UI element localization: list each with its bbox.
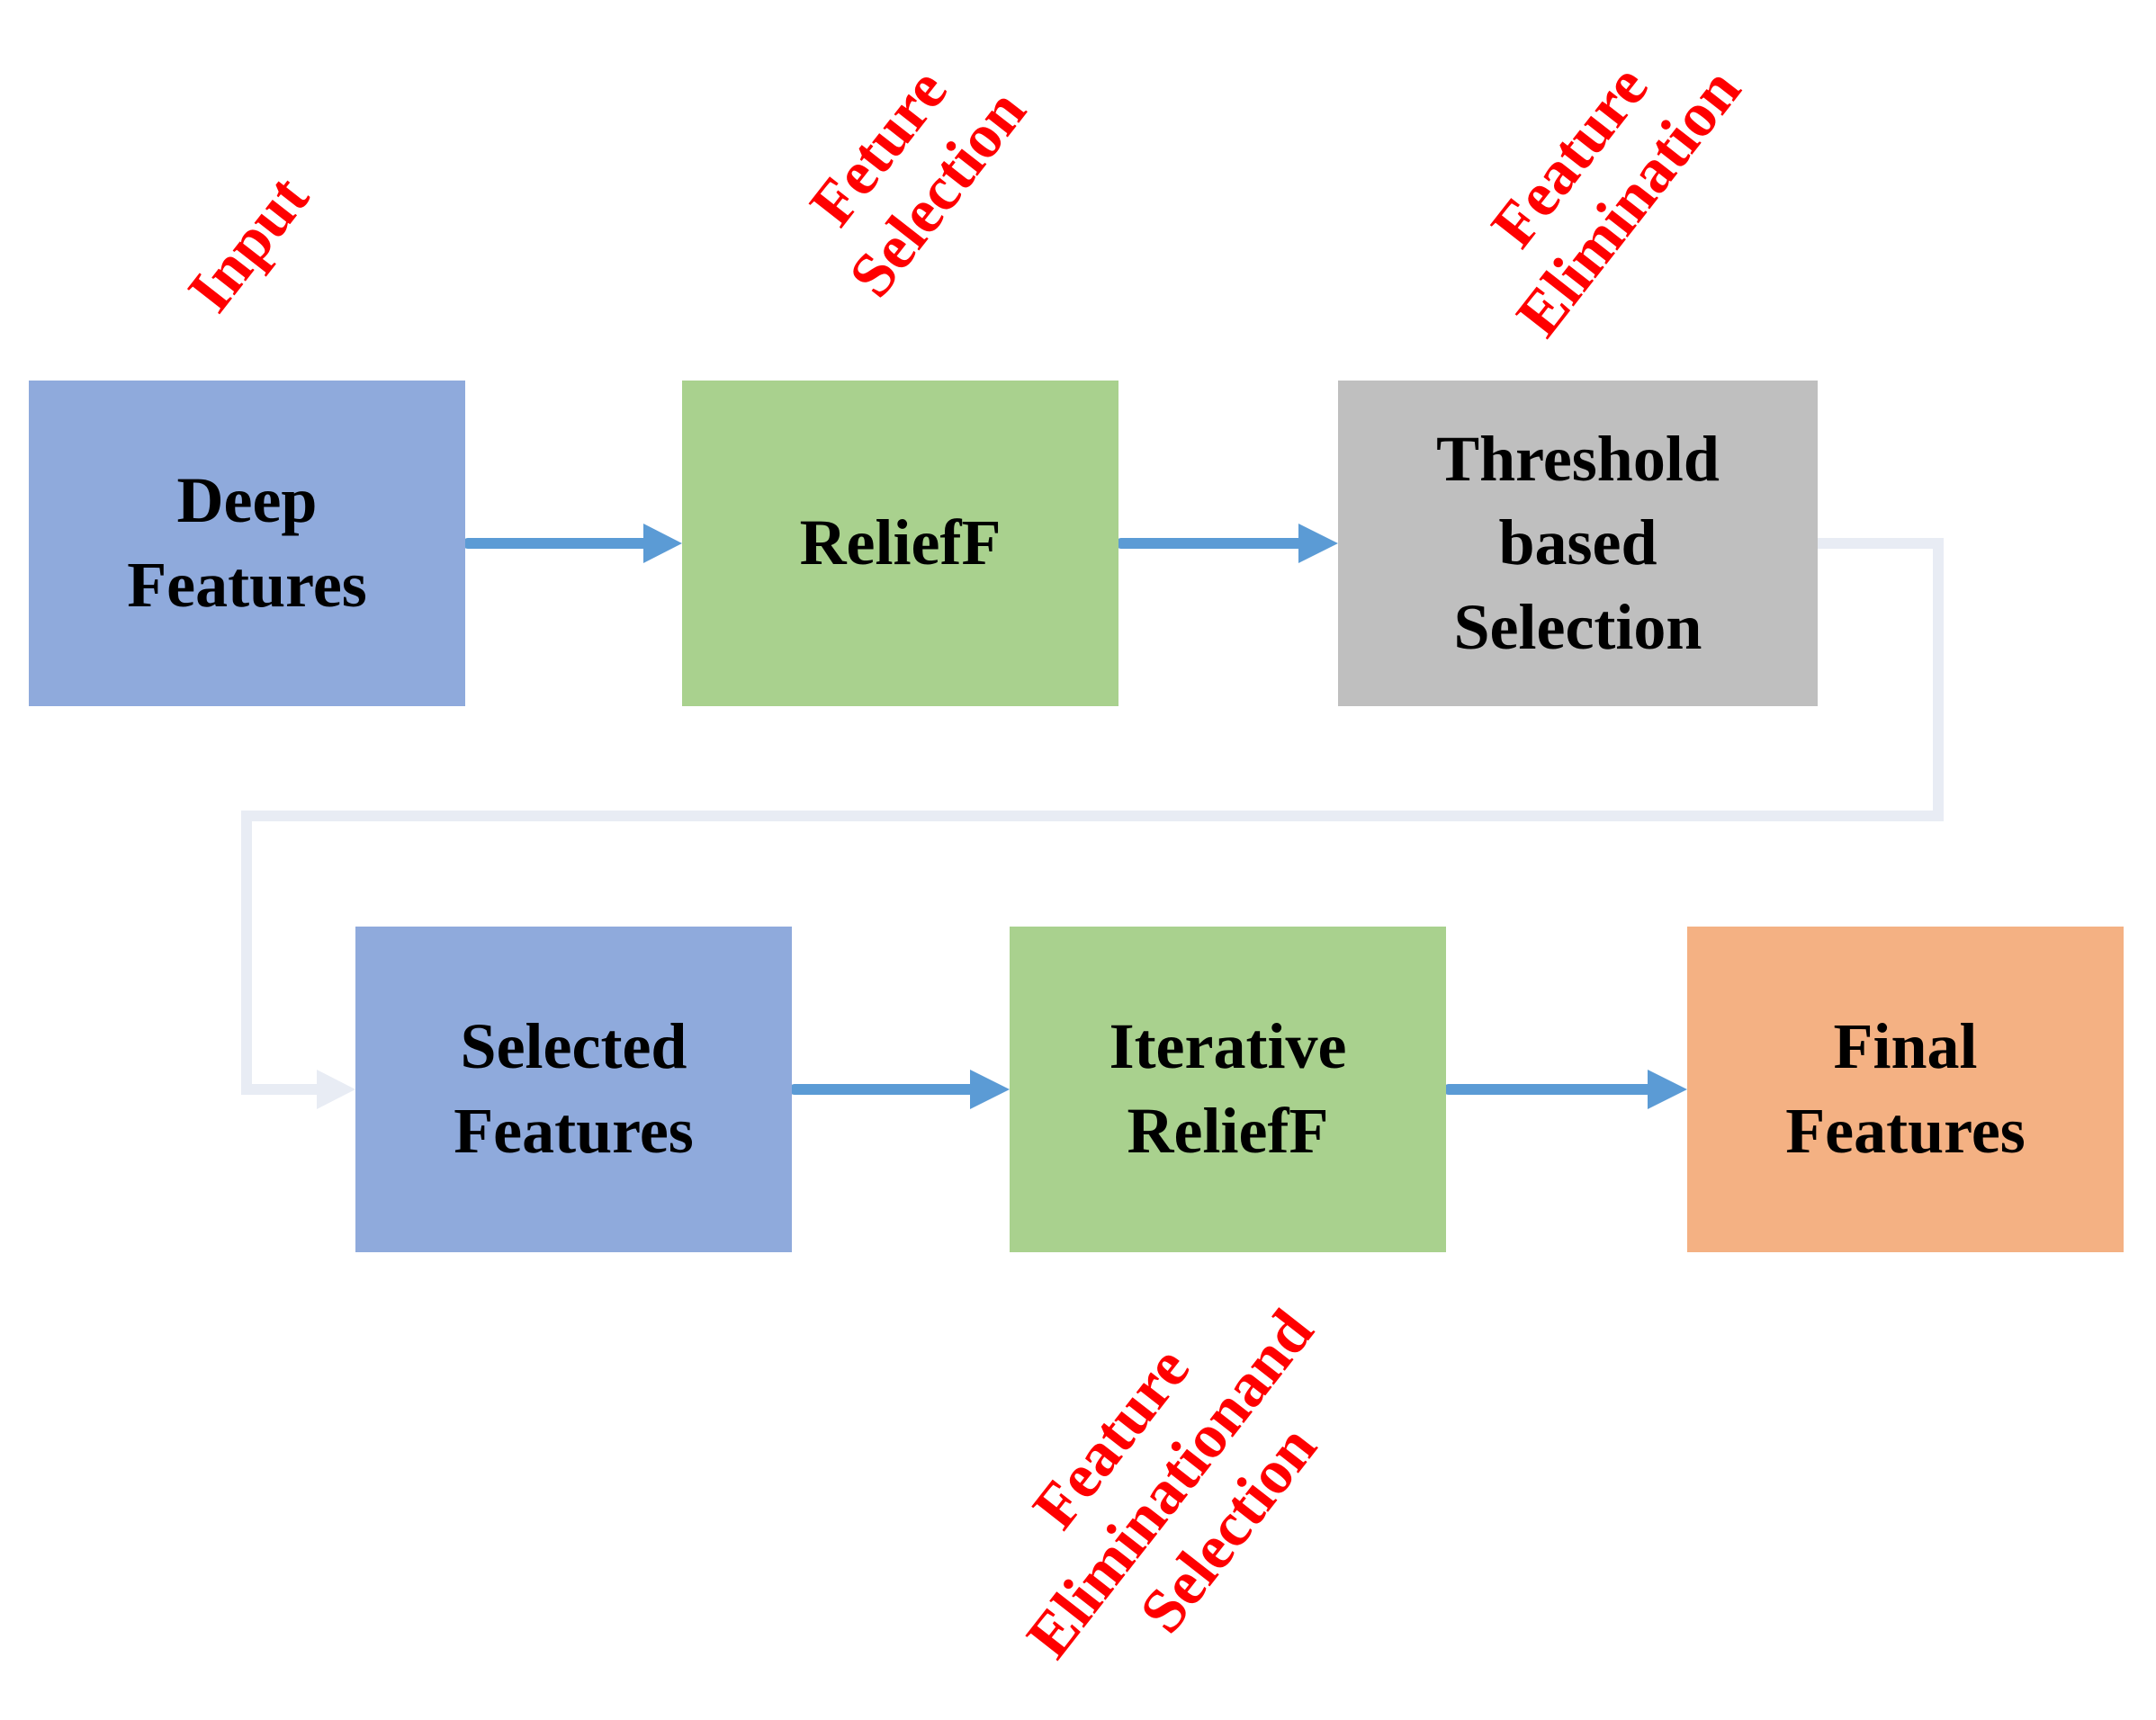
node-selected-features-label: Selected Features: [454, 1010, 694, 1167]
node-deep-features: Deep Features: [29, 381, 465, 706]
node-threshold-based-selection: Threshold based Selection: [1338, 381, 1818, 706]
arrowhead-icon: [970, 1070, 1010, 1109]
node-final-features-label: Final Features: [1785, 1010, 2026, 1167]
node-iterative-relieff: Iterative ReliefF: [1010, 927, 1446, 1252]
connector-arrowhead-icon: [317, 1070, 355, 1109]
node-selected-features: Selected Features: [355, 927, 792, 1252]
arrowhead-icon: [1648, 1070, 1687, 1109]
arrow-selected-to-iterative: [789, 1070, 1010, 1109]
connector-threshold-to-selected: [241, 538, 1944, 1109]
arrow-deep-to-relieff: [463, 524, 682, 563]
node-relieff-label: ReliefF: [799, 506, 1002, 579]
node-iterative-relieff-label: Iterative ReliefF: [1109, 1010, 1347, 1167]
arrow-relieff-to-threshold: [1116, 524, 1338, 563]
arrowhead-icon: [1298, 524, 1338, 563]
node-final-features: Final Features: [1687, 927, 2124, 1252]
arrowhead-icon: [643, 524, 682, 563]
node-relieff: ReliefF: [682, 381, 1118, 706]
arrow-iterative-to-final: [1443, 1070, 1687, 1109]
node-threshold-based-selection-label: Threshold based Selection: [1436, 422, 1720, 663]
connector-elbow-line: [241, 538, 1944, 1095]
node-deep-features-label: Deep Features: [127, 464, 367, 621]
